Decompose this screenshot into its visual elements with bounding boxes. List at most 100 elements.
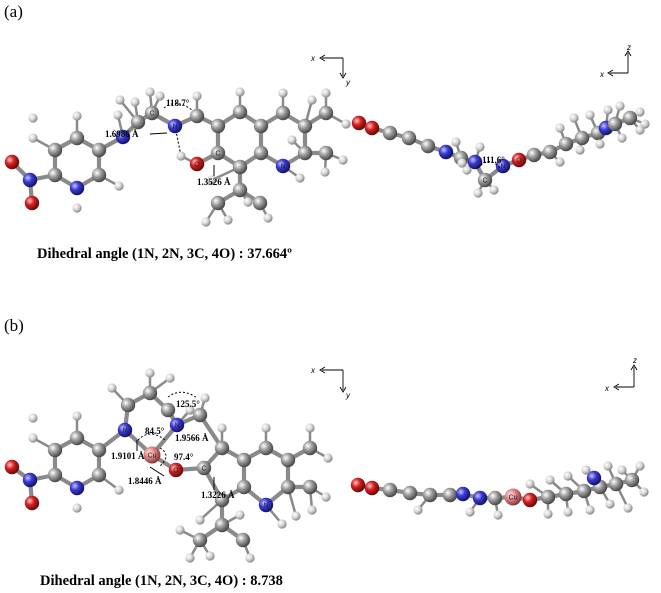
panel-a-top-hydrogen-atom [176, 151, 186, 161]
panel-a-top-nitrogen-atom [69, 180, 85, 196]
panel-b-top-atom-label: N [263, 502, 268, 509]
panel-b-top-hydrogen-atom [107, 383, 117, 393]
axis-b-x-label: x [310, 366, 316, 375]
panel-b-top-carbon-atom [142, 385, 158, 401]
panel-a-side-hydrogen-atom [462, 165, 472, 175]
measure-b-distance-4: 1.3226 Å [201, 490, 235, 500]
panel-a-side-oxygen-atom [351, 115, 367, 131]
panel-a-top-carbon-atom [318, 145, 334, 161]
panel-a-top-nitrogen-atom [275, 158, 291, 174]
panel-b-side-carbon-atom [422, 487, 438, 503]
panel-b-top-carbon-atom [69, 430, 85, 446]
arrow-b-2 [149, 466, 165, 477]
panel-b-top-hydrogen-atom [261, 423, 271, 433]
panel-b-top-hydrogen-atom [165, 373, 175, 383]
panel-a-top-hydrogen-atom [145, 87, 155, 97]
panel-b-top-carbon-atom [91, 442, 107, 458]
panel-b-caption: Dihedral angle (1N, 2N, 3C, 4O) : 8.738 [40, 573, 283, 589]
panel-a-label: (a) [4, 2, 23, 21]
panel-a-top-hydrogen-atom [114, 181, 124, 191]
panel-b-side-hydrogen-atom [525, 479, 535, 489]
measure-b-angle-1: 125.5° [176, 399, 200, 409]
panel-a-top-hydrogen-atom [243, 197, 253, 207]
axis-a-y-label: y [345, 78, 351, 87]
panel-a-top-carbon-atom [232, 104, 248, 120]
panel-b-side-carbon-atom [576, 483, 592, 499]
bonds-layer [9, 90, 647, 560]
panel-a-side-atom-label: N [500, 163, 505, 170]
panel-a-top-carbon-atom [47, 142, 63, 158]
panel-a-top-carbon-atom [253, 118, 269, 134]
panel-a-top-nitrogen-atom [22, 172, 38, 188]
panel-b-side-carbon-atom [487, 490, 503, 506]
panel-a-side-hydrogen-atom [585, 110, 595, 120]
panel-a-top-carbon-atom [144, 105, 160, 121]
axes-top-a [319, 54, 347, 79]
panel-b-side-oxygen-atom [522, 492, 538, 508]
panel-b-top-hydrogen-atom [185, 405, 195, 415]
panel-b-top-carbon-atom [214, 440, 230, 456]
panel-b-side-carbon-atom [402, 485, 418, 501]
panel-a-top-hydrogen-atom [72, 111, 82, 121]
panel-b-top-hydrogen-atom [175, 525, 185, 535]
panel-b-top-carbon-atom [280, 479, 296, 495]
panel-a-top-atom-label: N [172, 123, 177, 130]
panel-b-top-carbon-atom [235, 532, 251, 548]
measure-a-angle-2: 111.6° [482, 155, 505, 165]
measure-a-distance-1: 1.6986 Å [105, 129, 139, 139]
panel-a-top-atom-label: N [280, 163, 285, 170]
panel-a-side-hydrogen-atom [595, 139, 605, 149]
panel-a-side-hydrogen-atom [473, 188, 483, 198]
panel-a-top-carbon-atom [47, 167, 63, 183]
panel-b-top-hydrogen-atom [145, 368, 155, 378]
panel-b-top-carbon-atom [192, 407, 208, 423]
panel-b-top-atom-label: N [122, 427, 127, 434]
panel-b-top-carbon-atom [160, 402, 176, 418]
panel-a-side-carbon-atom [542, 144, 558, 160]
panel-a-top-atom-label: O [194, 161, 200, 168]
panel-a-side-hydrogen-atom [451, 137, 461, 147]
panel-b-top-carbon-atom [120, 397, 136, 413]
panel-b-top-hydrogen-atom [114, 485, 124, 495]
panel-a-top-nitrogen-atom [115, 129, 131, 145]
panel-b-top-hydrogen-atom [28, 413, 38, 423]
panel-b-top-hydrogen-atom [200, 393, 210, 403]
panel-a-top-hydrogen-atom [28, 133, 38, 143]
panel-b-side-hydrogen-atom [635, 461, 645, 471]
panel-a-top-hydrogen-atom [28, 113, 38, 123]
panel-a-top-hydrogen-atom [72, 203, 82, 213]
panel-a-top-hydrogen-atom [307, 95, 317, 105]
panel-a-side-hydrogen-atom [635, 125, 645, 135]
axes-top-b [319, 366, 347, 393]
panel-b-top-atom-label: C [201, 465, 206, 472]
axis-a-x-label: x [310, 54, 316, 63]
panel-b-top-hydrogen-atom [307, 505, 317, 515]
angle-arc-b3 [159, 447, 167, 467]
panel-b-top-carbon-atom [302, 479, 318, 495]
panel-a-side-hydrogen-atom [489, 185, 499, 195]
panel-b-top-hydrogen-atom [291, 511, 301, 521]
panel-b-top-nitrogen-atom [169, 417, 185, 433]
panel-b-top-hydrogen-atom [185, 553, 195, 563]
panel-b-top-hydrogen-atom [205, 551, 215, 561]
panel-a-top-hydrogen-atom [278, 88, 288, 98]
panel-a-top-oxygen-atom [4, 154, 20, 170]
panel-b-side-carbon-atom [442, 487, 458, 503]
panel-a-top-hydrogen-atom [235, 87, 245, 97]
panel-b-side-carbon-atom [608, 476, 624, 492]
panel-b-side-hydrogen-atom [585, 505, 595, 515]
panel-b-top-nitrogen-atom [22, 472, 38, 488]
panel-b-side-nitrogen-atom [472, 490, 488, 506]
panel-b-top-carbon-atom [47, 442, 63, 458]
panel-b-side-hydrogen-atom [581, 465, 591, 475]
measure-a-angle-1: 118.7° [166, 98, 190, 108]
panel-a-side-carbon-atom [607, 116, 623, 132]
panel-b-top-carbon-atom [280, 452, 296, 468]
panel-b-side-hydrogen-atom [617, 465, 627, 475]
panel-b-top-hydrogen-atom [72, 411, 82, 421]
panel-b-top-nitrogen-atom [69, 480, 85, 496]
panel-a-side-hydrogen-atom [475, 142, 485, 152]
panel-b-top-carbon-atom [236, 479, 252, 495]
panel-a-caption: Dihedral angle (1N, 2N, 3C, 4O) : 37.664… [37, 246, 292, 262]
panel-a-side-nitrogen-atom [438, 144, 454, 160]
